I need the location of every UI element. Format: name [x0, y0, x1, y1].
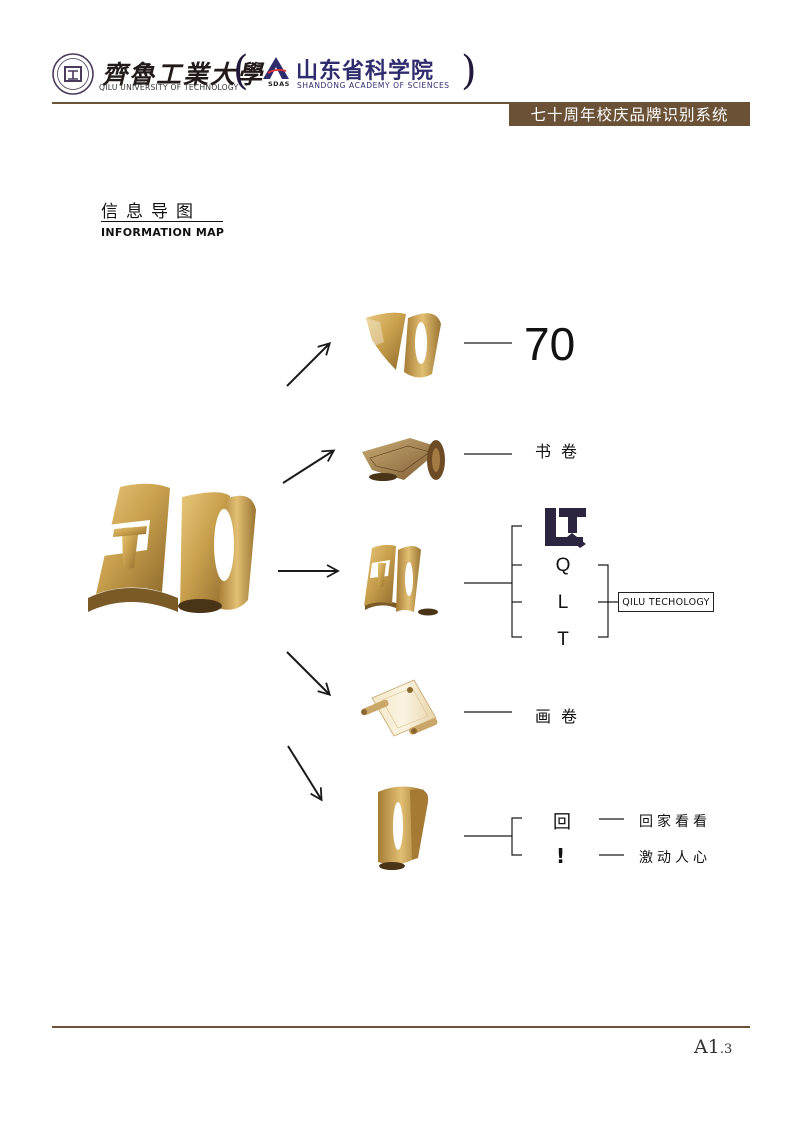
arch-logo-part-icon	[378, 786, 429, 870]
meaning-return-home: 回家看看	[639, 814, 711, 830]
university-name-en: QILU UNIVERSITY OF TECHNOLOGY	[99, 83, 239, 92]
book-scroll-icon	[362, 438, 445, 481]
academy-name-cn: 山东省科学院	[296, 59, 435, 84]
small-anniversary-logo-icon	[364, 544, 438, 616]
academy-abbreviation: SDAS	[268, 80, 290, 88]
painting-scroll-icon	[361, 679, 438, 737]
qilu-technology-box: QILU TECHOLOGY	[618, 592, 714, 612]
arrow-icon	[286, 341, 332, 387]
logo-70-part-icon	[366, 312, 441, 378]
arrow-icon	[282, 449, 336, 484]
arrow-icon	[287, 745, 323, 802]
sdas-logo-icon	[263, 57, 289, 79]
letter-q: Q	[555, 555, 571, 576]
branch-painting-scroll-label: 画卷	[535, 707, 588, 726]
branch-book-scroll-label: 书卷	[535, 442, 588, 461]
right-parenthesis: )	[461, 48, 477, 94]
qlt-mark-icon	[545, 508, 586, 548]
page-number-sub: .3	[719, 1042, 733, 1057]
page-number: A1.3	[694, 1036, 732, 1058]
header-band-title: 七十周年校庆品牌识别系统	[509, 104, 750, 126]
footer-rule	[52, 1026, 750, 1028]
bracket	[598, 564, 609, 638]
bracket	[511, 817, 522, 856]
anniversary-logo-icon	[88, 483, 256, 613]
branch-70-text: 70	[524, 318, 576, 370]
arrow-icon	[286, 651, 332, 697]
meaning-exciting: 激动人心	[639, 850, 711, 866]
school-seal-icon	[52, 53, 94, 95]
symbol-hui: 回	[553, 812, 571, 833]
left-parenthesis: (	[233, 48, 249, 94]
letter-l: L	[557, 592, 569, 613]
letter-t: T	[557, 629, 569, 650]
academy-name-en: SHANDONG ACADEMY OF SCIENCES	[297, 81, 450, 90]
section-title-en: INFORMATION MAP	[101, 226, 225, 239]
header-rule	[52, 102, 750, 104]
page-number-main: A1	[694, 1036, 720, 1058]
bracket	[511, 525, 522, 638]
symbol-exclamation: !	[556, 844, 566, 868]
university-name-cn: 齊魯工業大學	[102, 60, 265, 89]
section-title-cn: 信息导图	[101, 202, 201, 222]
section-title-rule	[101, 221, 223, 222]
